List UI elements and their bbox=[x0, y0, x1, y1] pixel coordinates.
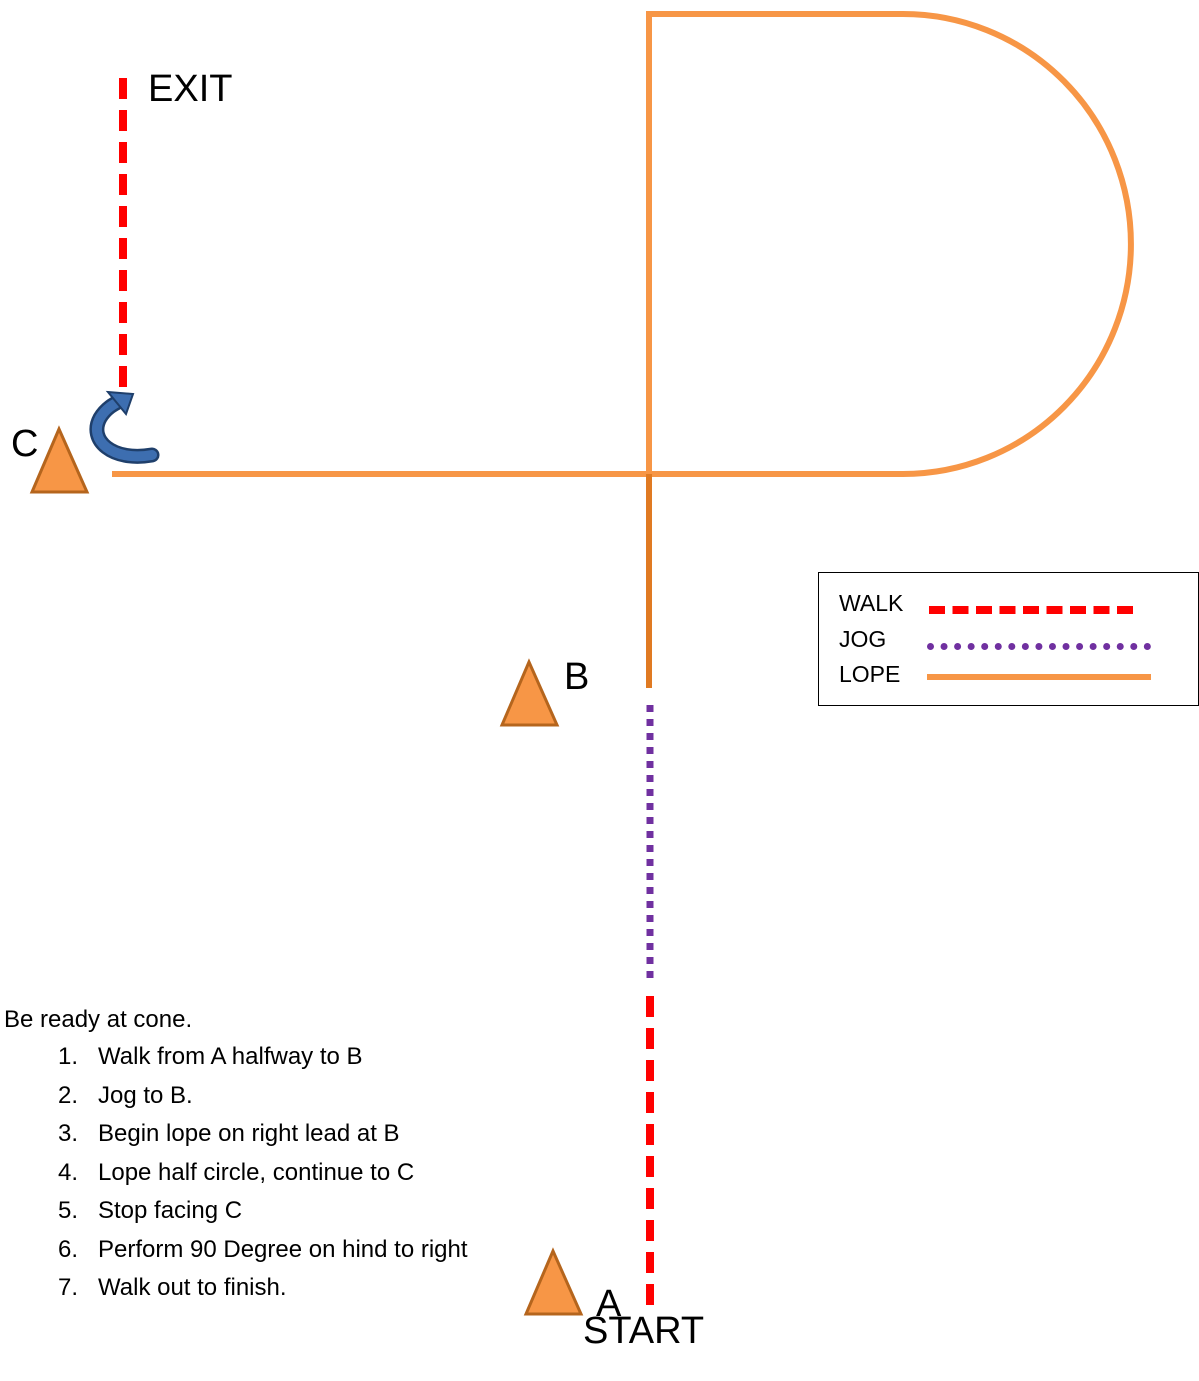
cone-c-icon bbox=[29, 425, 90, 494]
step-number: 6. bbox=[58, 1235, 79, 1263]
legend-lope-line bbox=[927, 674, 1151, 680]
cone-b-label: B bbox=[564, 656, 590, 698]
step-text: Walk from A halfway to B bbox=[98, 1043, 363, 1071]
list-item: 1. Walk from A halfway to B bbox=[4, 1038, 468, 1077]
legend-walk-line bbox=[929, 606, 1133, 614]
legend-walk-label: WALK bbox=[839, 590, 904, 616]
list-item: 6. Perform 90 Degree on hind to right bbox=[4, 1231, 468, 1270]
lope-path bbox=[112, 11, 1134, 688]
list-item: 7. Walk out to finish. bbox=[4, 1269, 468, 1308]
start-label: START bbox=[583, 1310, 705, 1352]
cone-a-icon bbox=[523, 1247, 584, 1316]
turn-arrow-icon bbox=[89, 390, 160, 464]
step-text: Perform 90 Degree on hind to right bbox=[98, 1235, 468, 1263]
step-number: 1. bbox=[58, 1043, 79, 1071]
legend-jog-line bbox=[927, 643, 1151, 650]
step-text: Walk out to finish. bbox=[98, 1274, 287, 1302]
step-number: 2. bbox=[58, 1081, 79, 1109]
step-text: Lope half circle, continue to C bbox=[98, 1158, 415, 1186]
step-text: Stop facing C bbox=[98, 1197, 243, 1225]
cone-a-label: A bbox=[596, 1283, 622, 1325]
instructions: Be ready at cone. 1. Walk from A halfway … bbox=[4, 1006, 468, 1308]
list-item: 3. Begin lope on right lead at B bbox=[4, 1115, 468, 1154]
list-item: 4. Lope half circle, continue to C bbox=[4, 1154, 468, 1193]
step-number: 5. bbox=[58, 1197, 79, 1225]
list-item: 2. Jog to B. bbox=[4, 1077, 468, 1116]
exit-label: EXIT bbox=[148, 68, 233, 110]
legend-lope-label: LOPE bbox=[839, 661, 901, 687]
step-text: Jog to B. bbox=[98, 1081, 193, 1109]
step-number: 7. bbox=[58, 1274, 79, 1302]
step-number: 4. bbox=[58, 1158, 79, 1186]
instruction-steps: 1. Walk from A halfway to B 2. Jog to B. 3… bbox=[4, 1038, 468, 1308]
cone-c-label: C bbox=[11, 423, 39, 465]
legend-box: WALK JOG LOPE bbox=[818, 572, 1199, 706]
step-number: 3. bbox=[58, 1120, 79, 1148]
cone-b-icon bbox=[499, 658, 560, 727]
instructions-intro: Be ready at cone. bbox=[4, 1006, 193, 1033]
step-text: Begin lope on right lead at B bbox=[98, 1120, 400, 1148]
list-item: 5. Stop facing C bbox=[4, 1192, 468, 1231]
legend-jog-label: JOG bbox=[839, 626, 887, 652]
